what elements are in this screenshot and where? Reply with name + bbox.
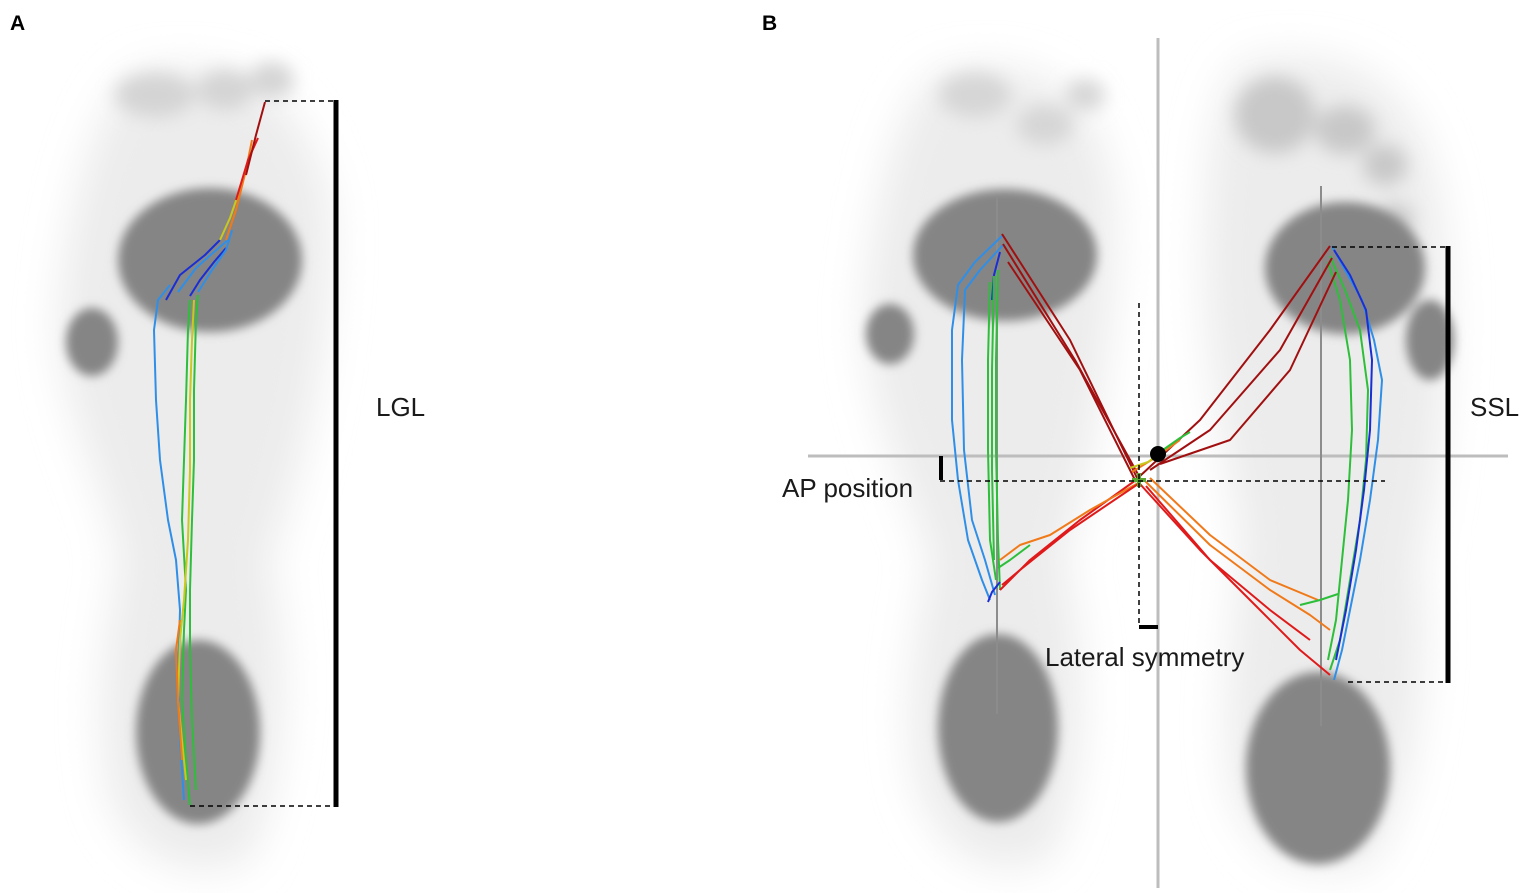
trajectory-line	[235, 137, 259, 201]
trajectory-line	[177, 239, 229, 293]
trajectory-line	[991, 275, 995, 561]
trajectory-line	[1159, 431, 1191, 453]
trajectory-line	[1299, 593, 1339, 606]
trajectory-line	[1143, 479, 1331, 631]
trajectory-line	[1007, 261, 1137, 483]
trajectory-line	[165, 239, 221, 301]
trajectory-line	[1139, 483, 1331, 676]
trajectory-line	[987, 281, 997, 581]
trajectory-line	[1159, 271, 1337, 465]
measurement-guides-b	[939, 246, 1451, 683]
trajectory-line	[1333, 249, 1373, 661]
trajectory-line	[997, 544, 1031, 569]
lgl-measurement	[190, 100, 339, 807]
footprint-b-right	[1204, 56, 1454, 870]
trajectory-line	[197, 229, 233, 293]
trajectory-line	[225, 139, 253, 241]
trajectory-lines-a	[153, 101, 266, 806]
trajectory-line	[1002, 243, 1141, 479]
lateral-symmetry-label: Lateral symmetry	[1045, 642, 1244, 672]
footprint-a	[58, 62, 332, 870]
trajectory-line	[177, 299, 195, 781]
panel-a: A	[10, 12, 425, 870]
trajectory-lines-b	[951, 233, 1383, 681]
trajectory-line	[175, 619, 183, 761]
trajectory-line	[219, 194, 239, 241]
trajectory-line	[189, 294, 199, 791]
panel-b: B	[762, 12, 1519, 888]
trajectory-line	[189, 247, 227, 297]
trajectory-line	[951, 235, 1003, 601]
lgl-label: LGL	[376, 392, 425, 422]
trajectory-line	[245, 101, 266, 176]
trajectory-line	[999, 481, 1141, 561]
footprint-b-left	[864, 66, 1116, 868]
ssl-label: SSL	[1470, 392, 1519, 422]
trajectory-line	[1149, 257, 1333, 471]
trajectory-line	[995, 269, 1001, 591]
panel-b-letter: B	[762, 12, 777, 35]
trajectory-line	[181, 299, 191, 806]
trajectory-line	[961, 244, 1004, 596]
center-of-pressure-dot	[1150, 446, 1166, 462]
trajectory-line	[1327, 261, 1353, 661]
trajectory-line	[987, 581, 1001, 603]
trajectory-line	[1149, 477, 1319, 601]
panel-a-letter: A	[10, 12, 25, 35]
trajectory-line	[1001, 483, 1139, 586]
trajectory-line	[1145, 485, 1311, 641]
ap-position-label: AP position	[782, 473, 913, 503]
